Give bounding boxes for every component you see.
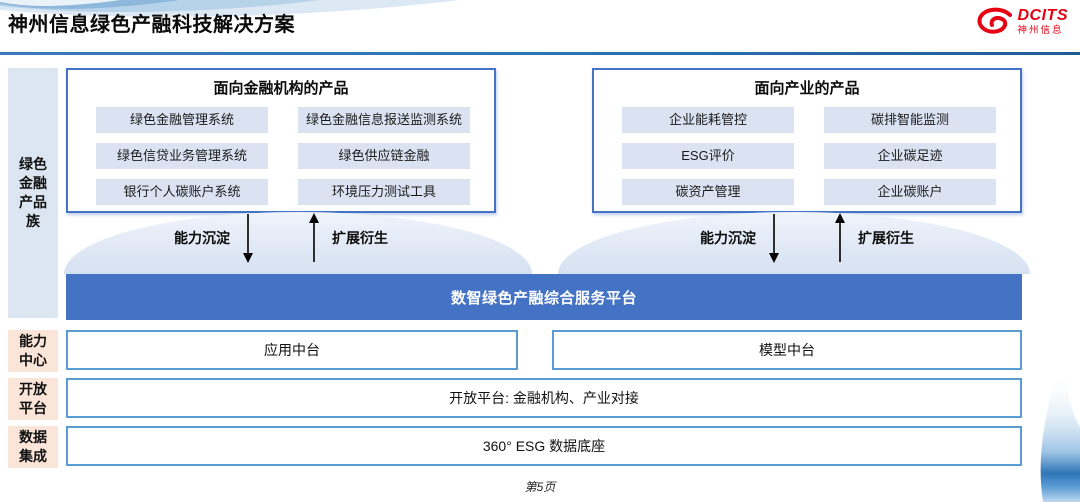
- sidebar-item-label: 绿色金融产品族: [19, 156, 47, 229]
- dcits-logo-text: DCITS 神州信息: [1018, 8, 1069, 36]
- model-middle-platform-box: 模型中台: [552, 330, 1022, 370]
- product-item: 银行个人碳账户系统: [96, 179, 268, 205]
- financial-products-box: 面向金融机构的产品 绿色金融管理系统 绿色金融信息报送监测系统 绿色信贷业务管理…: [66, 68, 496, 213]
- open-platform-box: 开放平台: 金融机构、产业对接: [66, 378, 1022, 418]
- sidebar-item-label: 数据集成: [19, 429, 47, 464]
- product-item: 绿色金融信息报送监测系统: [298, 107, 470, 133]
- application-middle-platform-box: 应用中台: [66, 330, 518, 370]
- product-item: 绿色供应链金融: [298, 143, 470, 169]
- product-item: 碳排智能监测: [824, 107, 996, 133]
- right-flow-group: 能力沉淀 扩展衍生: [592, 210, 1022, 266]
- product-item: 企业碳足迹: [824, 143, 996, 169]
- sidebar-item-product-family: 绿色金融产品族: [8, 68, 58, 318]
- dcits-logo-icon: [977, 7, 1012, 34]
- box-title: 面向产业的产品: [754, 80, 860, 97]
- box-title: 面向金融机构的产品: [213, 80, 349, 97]
- sidebar-item-label: 能力中心: [19, 333, 47, 368]
- platform-bar: 数智绿色产融综合服务平台: [66, 274, 1022, 320]
- top-banner-swoosh: [0, 0, 460, 17]
- left-flow-group: 能力沉淀 扩展衍生: [66, 210, 496, 266]
- sidebar-item-open-platform: 开放平台: [8, 378, 58, 420]
- sidebar-item-data-integration: 数据集成: [8, 426, 58, 468]
- sidebar-item-capability-center: 能力中心: [8, 330, 58, 372]
- product-item: 企业碳账户: [824, 179, 996, 205]
- product-item: 绿色金融管理系统: [96, 107, 268, 133]
- corner-swoosh: [1040, 372, 1080, 502]
- logo-brand-cn: 神州信息: [1017, 25, 1064, 37]
- industry-products-box: 面向产业的产品 企业能耗管控 碳排智能监测 ESG评价 企业碳足迹 碳资产管理 …: [592, 68, 1022, 213]
- up-arrow-icon: [835, 213, 845, 262]
- flow-down-label: 能力沉淀: [700, 230, 756, 246]
- product-item: 环境压力测试工具: [298, 179, 470, 205]
- product-item: 碳资产管理: [622, 179, 794, 205]
- down-arrow-icon: [243, 214, 253, 263]
- up-arrow-icon: [309, 213, 319, 262]
- page-number: 第5页: [524, 480, 556, 494]
- esg-data-base-box: 360° ESG 数据底座: [66, 426, 1022, 466]
- dcits-logo: DCITS 神州信息: [974, 6, 1069, 38]
- box-items-grid: 企业能耗管控 碳排智能监测 ESG评价 企业碳足迹 碳资产管理 企业碳账户: [594, 98, 1020, 205]
- box-items-grid: 绿色金融管理系统 绿色金融信息报送监测系统 绿色信贷业务管理系统 绿色供应链金融…: [68, 98, 494, 205]
- flow-up-label: 扩展衍生: [332, 230, 388, 246]
- sidebar-item-label: 开放平台: [19, 381, 47, 416]
- flow-up-label: 扩展衍生: [858, 230, 914, 246]
- product-item: 企业能耗管控: [622, 107, 794, 133]
- title-divider: [0, 52, 1080, 55]
- logo-brand: DCITS: [1017, 7, 1068, 25]
- flow-down-label: 能力沉淀: [174, 230, 230, 246]
- product-item: ESG评价: [622, 143, 794, 169]
- down-arrow-icon: [769, 214, 779, 263]
- page-title: 神州信息绿色产融科技解决方案: [8, 14, 295, 36]
- product-item: 绿色信贷业务管理系统: [96, 143, 268, 169]
